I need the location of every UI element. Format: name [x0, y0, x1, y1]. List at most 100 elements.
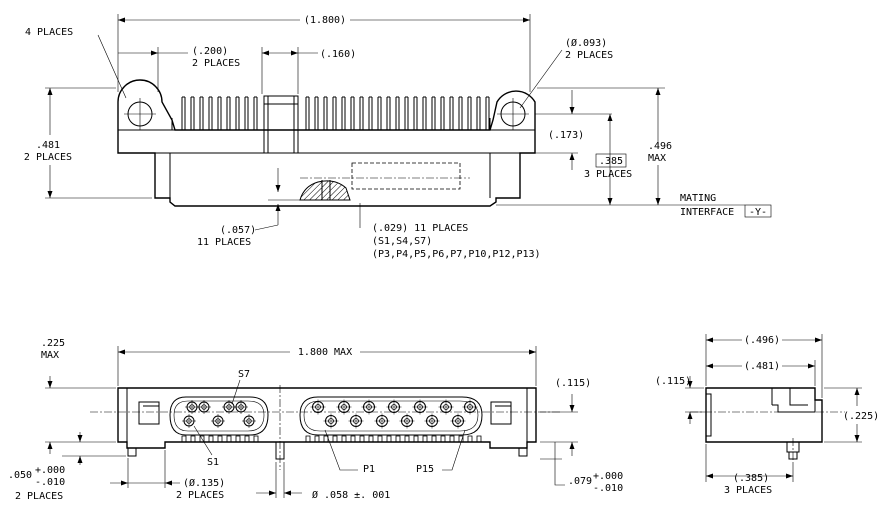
pin	[476, 96, 481, 130]
pin	[217, 96, 222, 130]
label-s1: S1	[207, 457, 219, 468]
dim-481-side: (.481)	[744, 361, 780, 372]
dim-385-places: 3 PLACES	[584, 169, 632, 180]
dim-385: .385	[599, 156, 623, 167]
pin	[467, 96, 472, 130]
contact	[450, 413, 466, 429]
pin	[305, 96, 310, 130]
pin-array	[181, 96, 490, 130]
pin	[485, 96, 490, 130]
dim-135-places: 2 PLACES	[176, 490, 224, 501]
pin	[404, 96, 409, 130]
hidden-contact	[351, 162, 461, 190]
label-p1: P1	[363, 464, 375, 475]
pin	[244, 96, 249, 130]
dim-029: (.029) 11 PLACES	[372, 223, 468, 234]
tooth	[458, 435, 464, 442]
end-block-right	[490, 401, 512, 425]
tol-079-plus: +.000	[593, 471, 623, 482]
tooth	[404, 435, 410, 442]
tooth	[323, 435, 329, 442]
dim-height-225: .225	[41, 338, 65, 349]
tooth	[476, 435, 482, 442]
pin	[395, 96, 400, 130]
tooth	[449, 435, 455, 442]
side-view: (.496) (.481) (.115) (.225) (.385) 3 PLA…	[655, 333, 879, 496]
pin	[208, 96, 213, 130]
dim-height-481: .481	[36, 140, 60, 151]
tooth	[217, 435, 223, 442]
tooth	[440, 435, 446, 442]
dim-057-places: 11 PLACES	[197, 237, 251, 248]
contact	[234, 400, 248, 414]
tol-050-plus: +.000	[35, 465, 65, 476]
tooth	[350, 435, 356, 442]
pin	[350, 96, 355, 130]
dim-385-side: (.385)	[733, 473, 769, 484]
dim-135: (Ø.135)	[183, 477, 225, 489]
pin	[323, 96, 328, 130]
dim-height-225-max: MAX	[41, 350, 59, 361]
end-block-left	[138, 401, 160, 425]
tooth	[368, 435, 374, 442]
tol-079-minus: -.010	[593, 483, 623, 494]
d-shell-signal	[169, 396, 269, 436]
tooth	[226, 435, 232, 442]
dim-496-max: MAX	[648, 153, 666, 164]
label-interface: INTERFACE	[680, 207, 734, 218]
dim-058: Ø .058 ±. 001	[312, 489, 390, 501]
pin	[413, 96, 418, 130]
pin	[226, 96, 231, 130]
pin	[458, 96, 463, 130]
dim-173: (.173)	[548, 130, 584, 141]
dim-pitch-places: 2 PLACES	[192, 58, 240, 69]
pin	[386, 96, 391, 130]
tooth	[413, 435, 419, 442]
d-shell-power	[299, 396, 483, 436]
pin	[422, 96, 427, 130]
dim-115-front: (.115)	[555, 378, 591, 389]
pin	[377, 96, 382, 130]
tooth	[467, 435, 473, 442]
dim-496: .496	[648, 141, 672, 152]
dim-gap: (.160)	[320, 49, 356, 60]
dim-029-s: (S1,S4,S7)	[372, 236, 432, 247]
contact	[399, 413, 415, 429]
contact	[242, 414, 256, 428]
tooth	[422, 435, 428, 442]
dim-496-side: (.496)	[744, 335, 780, 346]
contact-array	[182, 399, 478, 429]
contact	[424, 413, 440, 429]
dim-079: .079	[568, 476, 592, 487]
tooth	[199, 435, 205, 442]
tooth	[395, 435, 401, 442]
dim-050: .050	[8, 470, 32, 481]
pin	[190, 96, 195, 130]
contact	[386, 399, 402, 415]
top-view: (1.800) (.200) 2 PLACES (.160) 4 PLACES …	[24, 13, 772, 260]
front-view: .225 MAX 1.800 MAX S7 S1 P1 P15 (.115) .…	[8, 338, 623, 502]
dim-029-p: (P3,P4,P5,P6,P7,P10,P12,P13)	[372, 249, 541, 260]
pin	[368, 96, 373, 130]
contact	[182, 414, 196, 428]
contact	[211, 414, 225, 428]
contact	[361, 399, 377, 415]
dim-225-side: (.225)	[843, 411, 879, 422]
tooth	[305, 435, 311, 442]
label-corner-places: 4 PLACES	[25, 27, 73, 38]
tooth	[431, 435, 437, 442]
contact	[323, 413, 339, 429]
contact	[412, 399, 428, 415]
pin	[332, 96, 337, 130]
dim-hole-dia: (Ø.093)	[565, 37, 607, 49]
tooth	[181, 435, 187, 442]
bottom-teeth	[181, 435, 482, 442]
dim-overall-max: 1.800 MAX	[298, 347, 352, 358]
contact	[462, 399, 478, 415]
tooth	[253, 435, 259, 442]
tooth	[386, 435, 392, 442]
tooth	[208, 435, 214, 442]
label-s7: S7	[238, 369, 250, 380]
latch-block	[263, 95, 299, 154]
